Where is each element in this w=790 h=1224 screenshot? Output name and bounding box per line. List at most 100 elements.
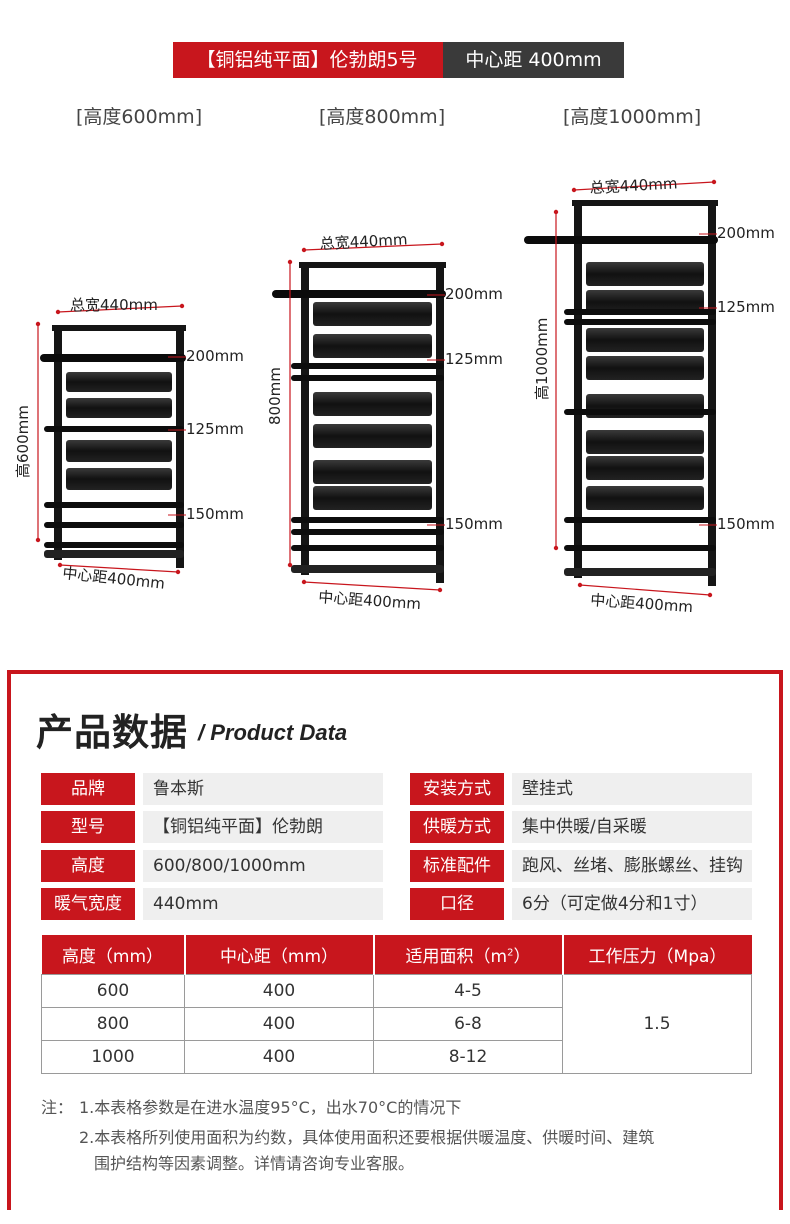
center-dimension-line	[579, 584, 711, 596]
cell-height: 600	[41, 973, 185, 1008]
column-title-1000: [高度1000mm]	[563, 106, 702, 128]
radiator-round-bar	[291, 517, 444, 523]
center-dimension-line	[59, 564, 179, 573]
note-line-3: 围护结构等因素调整。详情请咨询专业客服。	[94, 1154, 415, 1173]
radiator-round-bar	[44, 522, 184, 528]
height-dimension-line-dot	[35, 537, 41, 543]
spec-value: 集中供暖/自采暖	[512, 811, 752, 843]
radiator-panel	[586, 430, 704, 454]
center-dimension-line-dot	[57, 562, 63, 568]
radiator-panel	[586, 262, 704, 286]
radiator-round-bar	[291, 545, 444, 551]
table-header-row: 高度（mm） 中心距（mm） 适用面积（m2） 工作压力（Mpa）	[41, 935, 752, 974]
radiator-panel	[586, 456, 704, 480]
spacing-label: 200mm	[717, 224, 775, 242]
height-dimension-line-dot	[35, 321, 41, 327]
width-dimension-label: 总宽440mm	[589, 174, 678, 197]
radiator-bottom-grate	[564, 568, 716, 576]
radiator-post-right	[708, 200, 716, 586]
radiator-towel-bar	[40, 354, 186, 362]
cell-area: 6-8	[373, 1006, 563, 1041]
height-dimension-line-dot	[287, 562, 293, 568]
header-pressure: 工作压力（Mpa）	[562, 935, 752, 974]
radiator-top-header	[52, 325, 186, 331]
radiator-drawings: 高600mm总宽440mm中心距400mm200mm125mm150mm800m…	[14, 174, 775, 616]
cell-center: 400	[184, 1039, 374, 1074]
radiator-panel	[66, 468, 172, 490]
spec-heating: 供暖方式 集中供暖/自采暖	[410, 811, 752, 843]
spec-key: 安装方式	[410, 773, 504, 805]
radiator-panel	[313, 302, 432, 326]
cell-center: 400	[184, 1006, 374, 1041]
radiator-round-bar	[564, 409, 716, 415]
height-dimension-label: 高600mm	[14, 405, 32, 478]
width-dimension-line-dot	[439, 241, 445, 247]
width-dimension-line	[303, 243, 443, 251]
product-data-title: 产品数据	[36, 711, 188, 754]
table-row: 600 400 4-5 1.5	[41, 973, 752, 1074]
center-dimension-line-dot	[707, 592, 713, 598]
radiator-round-bar	[564, 545, 716, 551]
cell-pressure: 1.5	[562, 973, 752, 1074]
radiator-panel	[66, 372, 172, 392]
spacing-label: 125mm	[445, 350, 503, 368]
spec-value: 【铜铝纯平面】伦勃朗	[143, 811, 383, 843]
model-label: 【铜铝纯平面】伦勃朗5号	[173, 42, 443, 78]
radiator-round-bar	[44, 426, 184, 432]
center-distance-label: 中心距 400mm	[443, 42, 624, 78]
cell-height: 1000	[41, 1039, 185, 1074]
radiator-panel	[313, 392, 432, 416]
radiator-panel	[586, 328, 704, 352]
radiator-round-bar	[291, 529, 444, 535]
height-dimension-label: 800mm	[266, 367, 284, 425]
header-center: 中心距（mm）	[184, 935, 375, 974]
height-dimension-label: 高1000mm	[533, 318, 551, 400]
radiator-panel	[313, 424, 432, 448]
radiator-round-bar	[291, 363, 444, 369]
radiator-panel	[66, 398, 172, 418]
radiator-panel	[586, 356, 704, 380]
spec-value: 600/800/1000mm	[143, 850, 383, 882]
product-data-subtitle: / Product Data	[198, 720, 348, 745]
header-area-text: 适用面积（m	[405, 946, 508, 967]
table-row: 1000 400 8-12	[41, 1039, 752, 1074]
spec-model: 型号 【铜铝纯平面】伦勃朗	[41, 811, 383, 843]
radiator-round-bar	[44, 502, 184, 508]
cell-area: 8-12	[373, 1039, 563, 1074]
spacing-label: 150mm	[717, 515, 775, 533]
center-dimension-line	[303, 581, 441, 591]
spec-caliber: 口径 6分（可定做4分和1寸）	[410, 888, 752, 920]
radiator-top-header	[572, 200, 718, 206]
radiator-round-bar	[564, 319, 716, 325]
header-area-sup: 2	[507, 947, 514, 959]
cell-area: 4-5	[373, 973, 563, 1008]
height-dimension-line-dot	[287, 259, 293, 265]
radiator-round-bar	[44, 542, 184, 548]
radiator-post-left	[301, 262, 309, 575]
radiator-towel-bar	[524, 236, 718, 244]
spec-key: 供暖方式	[410, 811, 504, 843]
height-dimension-line-dot	[553, 545, 559, 551]
width-dimension-line-dot	[571, 187, 577, 193]
center-dimension-line-dot	[577, 582, 583, 588]
spec-key: 品牌	[41, 773, 135, 805]
radiator-top-header	[299, 262, 446, 268]
radiator-panel	[586, 290, 704, 314]
spec-key: 暖气宽度	[41, 888, 135, 920]
radiator-round-bar	[564, 309, 716, 315]
spec-key: 标准配件	[410, 850, 504, 882]
spec-install: 安装方式 壁挂式	[410, 773, 752, 805]
spacing-label: 200mm	[445, 285, 503, 303]
spacing-label: 125mm	[186, 420, 244, 438]
note-prefix: 注：	[41, 1098, 74, 1117]
width-dimension-line-dot	[301, 247, 307, 253]
spec-brand: 品牌 鲁本斯	[41, 773, 383, 805]
width-dimension-line-dot	[179, 303, 185, 309]
spec-table: 高度（mm） 中心距（mm） 适用面积（m2） 工作压力（Mpa） 600 40…	[41, 935, 752, 1074]
spacing-label: 150mm	[445, 515, 503, 533]
spec-value: 6分（可定做4分和1寸）	[512, 888, 752, 920]
width-dimension-line-dot	[55, 309, 61, 315]
radiator-post-right	[436, 262, 444, 583]
center-dimension-line-dot	[301, 579, 307, 585]
radiator-round-bar	[564, 517, 716, 523]
